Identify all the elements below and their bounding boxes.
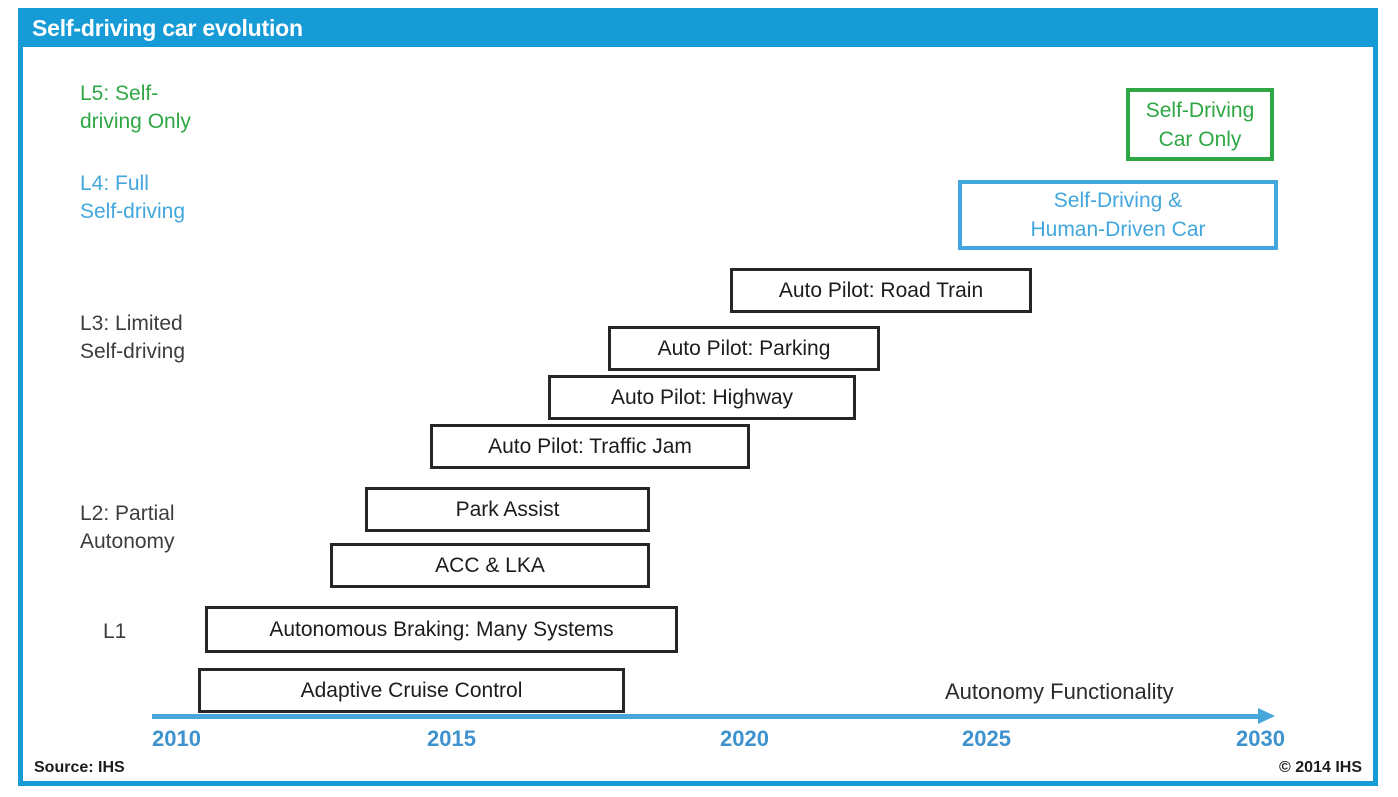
- milestone-auto-pilot-highway: Auto Pilot: Highway: [548, 375, 856, 420]
- milestone-adaptive-cruise-control: Adaptive Cruise Control: [198, 668, 625, 713]
- level-label-l1: L1: [103, 620, 127, 643]
- level-label-l3: L3: Limited Self-driving: [80, 312, 186, 363]
- copyright-note: © 2014 IHS: [1279, 759, 1362, 776]
- milestone-auto-pilot-parking: Auto Pilot: Parking: [608, 326, 880, 371]
- axis-caption: Autonomy Functionality: [945, 679, 1174, 704]
- level-label-l2: L2: Partial Autonomy: [80, 502, 175, 553]
- x-axis-arrow-icon: [1258, 708, 1275, 724]
- level-label-l4: L4: Full Self-driving: [80, 172, 186, 223]
- milestone-park-assist: Park Assist: [365, 487, 650, 532]
- milestone-acc-and-lka: ACC & LKA: [330, 543, 650, 588]
- milestone-autonomous-braking: Autonomous Braking: Many Systems: [205, 606, 678, 653]
- callout-self-driving-car-only: Self-Driving Car Only: [1126, 88, 1274, 161]
- axis-tick-2020: 2020: [720, 726, 769, 751]
- milestone-auto-pilot-road-train: Auto Pilot: Road Train: [730, 268, 1032, 313]
- axis-tick-2030: 2030: [1236, 726, 1285, 751]
- page-title: Self-driving car evolution: [32, 15, 303, 41]
- title-bar: Self-driving car evolution: [18, 8, 1378, 47]
- callout-self-driving-and-human-driven-car: Self-Driving & Human-Driven Car: [958, 180, 1278, 250]
- source-note: Source: IHS: [34, 759, 125, 776]
- x-axis-line: [152, 714, 1262, 719]
- axis-tick-2015: 2015: [427, 726, 476, 751]
- milestone-auto-pilot-traffic-jam: Auto Pilot: Traffic Jam: [430, 424, 750, 469]
- axis-tick-2025: 2025: [962, 726, 1011, 751]
- level-label-l5: L5: Self- driving Only: [80, 82, 191, 133]
- axis-tick-2010: 2010: [152, 726, 201, 751]
